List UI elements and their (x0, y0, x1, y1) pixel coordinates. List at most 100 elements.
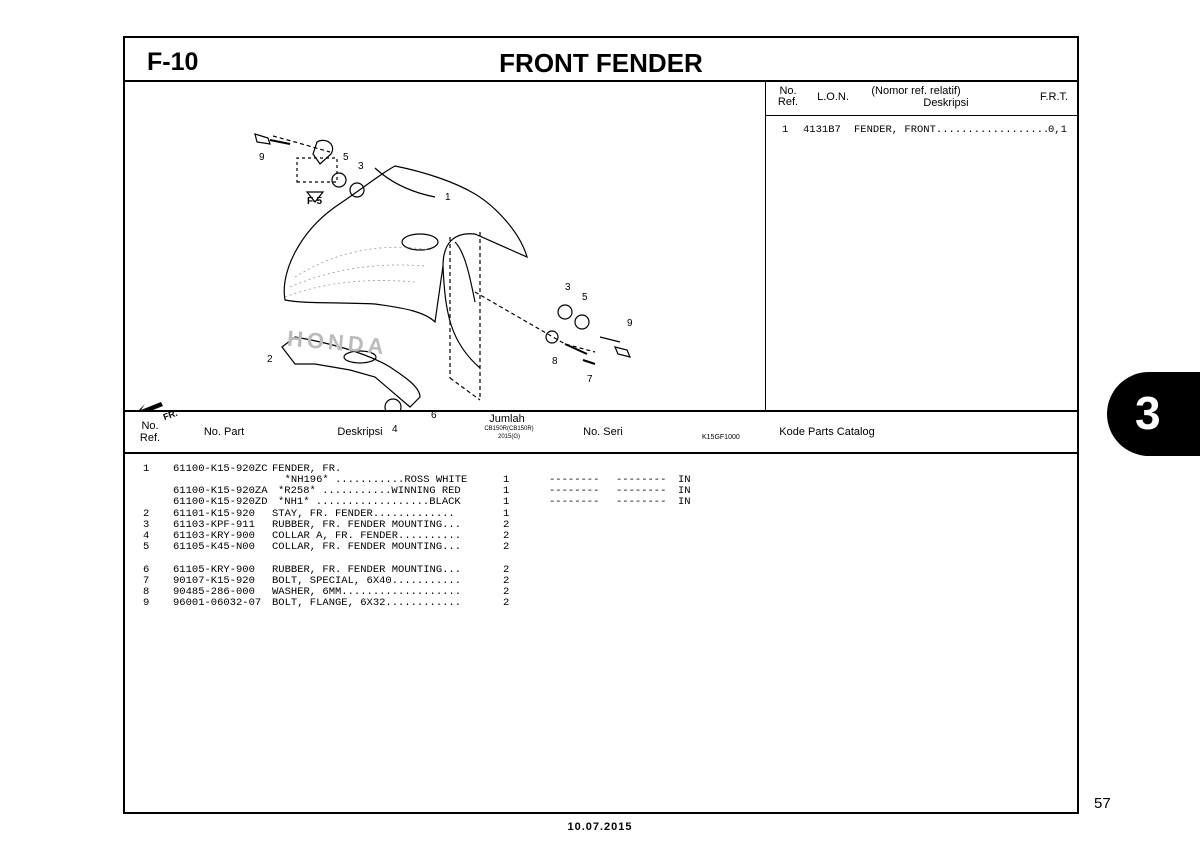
table-row: 9 96001-06032-07 BOLT, FLANGE, 6X32.....… (125, 597, 509, 609)
row-ref: 5 (143, 541, 150, 553)
table-row: 8 90485-286-000 WASHER, 6MM.............… (125, 586, 509, 598)
row-note: IN (678, 474, 691, 486)
catalog-page-frame: F-10 FRONT FENDER (123, 36, 1079, 814)
row-desc: RUBBER, FR. FENDER MOUNTING... (272, 564, 462, 576)
row-note: IN (678, 485, 691, 497)
table-row: 61100-K15-920ZD *NH1* ..................… (125, 496, 691, 508)
col-qty-model: CB150R(CB150R) (484, 426, 534, 432)
row-ref: 9 (143, 597, 150, 609)
header-divider (125, 80, 1077, 82)
row-desc: *R258* ...........WINNING RED (278, 485, 461, 497)
row-ref: 8 (143, 586, 150, 598)
row-qty: 1 (503, 485, 510, 497)
row-ref: 3 (143, 519, 150, 531)
table-row: 2 61101-K15-920 STAY, FR. FENDER........… (125, 508, 509, 520)
row-desc: COLLAR, FR. FENDER MOUNTING... (272, 541, 462, 553)
front-direction-arrow-icon (139, 402, 163, 410)
row-ref: 1 (143, 463, 150, 475)
row-qty: 2 (503, 564, 510, 576)
lon-ref: 1 (782, 124, 789, 136)
table-row: 5 61105-K45-N00 COLLAR, FR. FENDER MOUNT… (125, 541, 509, 553)
row-part: 96001-06032-07 (173, 597, 262, 609)
row-serial-from: -------- (549, 496, 600, 508)
callout-9-right: 9 (627, 318, 633, 329)
lon-header-no-ref: No. Ref. (777, 85, 799, 108)
row-serial-from: -------- (549, 485, 600, 497)
row-part: 61100-K15-920ZC (173, 463, 268, 475)
col-qty-year: 2015(G) (497, 434, 520, 440)
row-ref: 2 (143, 508, 150, 520)
lon-desc: FENDER, FRONT.................. (854, 124, 1050, 136)
callout-6: 6 (431, 410, 437, 421)
callout-7: 7 (587, 374, 593, 385)
figure-code: K15GF1000 (702, 434, 740, 441)
fender-body (283, 165, 528, 324)
row-qty: 2 (503, 519, 510, 531)
row-ref: 7 (143, 575, 150, 587)
row-qty: 2 (503, 586, 510, 598)
fender-exploded-illustration (139, 133, 632, 410)
row-desc: RUBBER, FR. FENDER MOUNTING... (272, 519, 462, 531)
parts-table-header: No. Ref. No. Part Deskripsi Jumlah CB150… (125, 412, 1077, 454)
col-serial: No. Seri (583, 426, 623, 438)
row-qty: 2 (503, 541, 510, 553)
row-qty: 2 (503, 530, 510, 542)
col-catalog-code: Kode Parts Catalog (779, 426, 875, 438)
row-qty: 1 (503, 496, 510, 508)
callout-8: 8 (552, 356, 558, 367)
lon-frt: 0,1 (1048, 124, 1067, 136)
footer-date: 10.07.2015 (567, 821, 633, 833)
fender-stay (281, 336, 421, 408)
lon-code: 4131B7 (803, 124, 841, 136)
row-part: 90107-K15-920 (173, 575, 255, 587)
row-desc: *NH1* ..................BLACK (278, 496, 461, 508)
row-serial-from: -------- (549, 474, 600, 486)
row-part: 61103-KPF-911 (173, 519, 255, 531)
exploded-diagram: 9 5 3 1 3 5 9 2 8 7 6 4 F-5 FR. K15GF100… (125, 82, 766, 441)
lon-header-desc: Deskripsi (923, 97, 969, 109)
row-part: 61100-K15-920ZA (173, 485, 268, 497)
reference-label: F-5 (307, 196, 322, 207)
row-part: 61105-K45-N00 (173, 541, 255, 553)
col-desc: Deskripsi (337, 426, 383, 438)
col-qty-title: Jumlah (489, 413, 525, 425)
row-part: 90485-286-000 (173, 586, 255, 598)
table-row: 7 90107-K15-920 BOLT, SPECIAL, 6X40.....… (125, 575, 509, 587)
lon-header-frt: F.R.T. (1039, 91, 1069, 103)
lon-panel: No. Ref. L.O.N. (Nomor ref. relatif) Des… (766, 82, 1077, 410)
callout-3-right: 3 (565, 282, 571, 293)
table-row: *NH196* ...........ROSS WHITE 1 --------… (125, 474, 691, 486)
table-row: 3 61103-KPF-911 RUBBER, FR. FENDER MOUNT… (125, 519, 509, 531)
chapter-tab: 3 (1107, 372, 1200, 456)
lon-header-desc-top: (Nomor ref. relatif) (871, 85, 961, 97)
row-serial-to: -------- (616, 485, 667, 497)
section-divider (125, 410, 1077, 412)
callout-1: 1 (445, 192, 451, 203)
row-ref: 6 (143, 564, 150, 576)
col-part-no: No. Part (203, 426, 245, 438)
row-part: 61105-KRY-900 (173, 564, 255, 576)
table-row: 4 61103-KRY-900 COLLAR A, FR. FENDER....… (125, 530, 509, 542)
row-qty: 2 (503, 597, 510, 609)
section-code: F-10 (147, 48, 199, 76)
table-row: 1 61100-K15-920ZC FENDER, FR. (125, 463, 341, 475)
callout-5-top: 5 (343, 152, 349, 163)
row-desc: STAY, FR. FENDER............. (272, 508, 455, 520)
row-serial-to: -------- (616, 474, 667, 486)
row-qty: 2 (503, 575, 510, 587)
row-desc: *NH196* ...........ROSS WHITE (272, 474, 468, 486)
row-serial-to: -------- (616, 496, 667, 508)
page-number: 57 (1094, 795, 1111, 812)
callout-4: 4 (392, 424, 398, 435)
callout-9-top: 9 (259, 152, 265, 163)
table-row: 61100-K15-920ZA *R258* ...........WINNIN… (125, 485, 691, 497)
lon-panel-header: No. Ref. L.O.N. (Nomor ref. relatif) Des… (766, 82, 1077, 116)
lon-header-lon: L.O.N. (817, 91, 849, 103)
row-desc: BOLT, FLANGE, 6X32............ (272, 597, 462, 609)
table-row: 6 61105-KRY-900 RUBBER, FR. FENDER MOUNT… (125, 564, 509, 576)
callout-2: 2 (267, 354, 273, 365)
row-desc: FENDER, FR. (272, 463, 342, 475)
page-title: FRONT FENDER (499, 48, 703, 78)
row-desc: BOLT, SPECIAL, 6X40........... (272, 575, 462, 587)
callout-3-top: 3 (358, 161, 364, 172)
